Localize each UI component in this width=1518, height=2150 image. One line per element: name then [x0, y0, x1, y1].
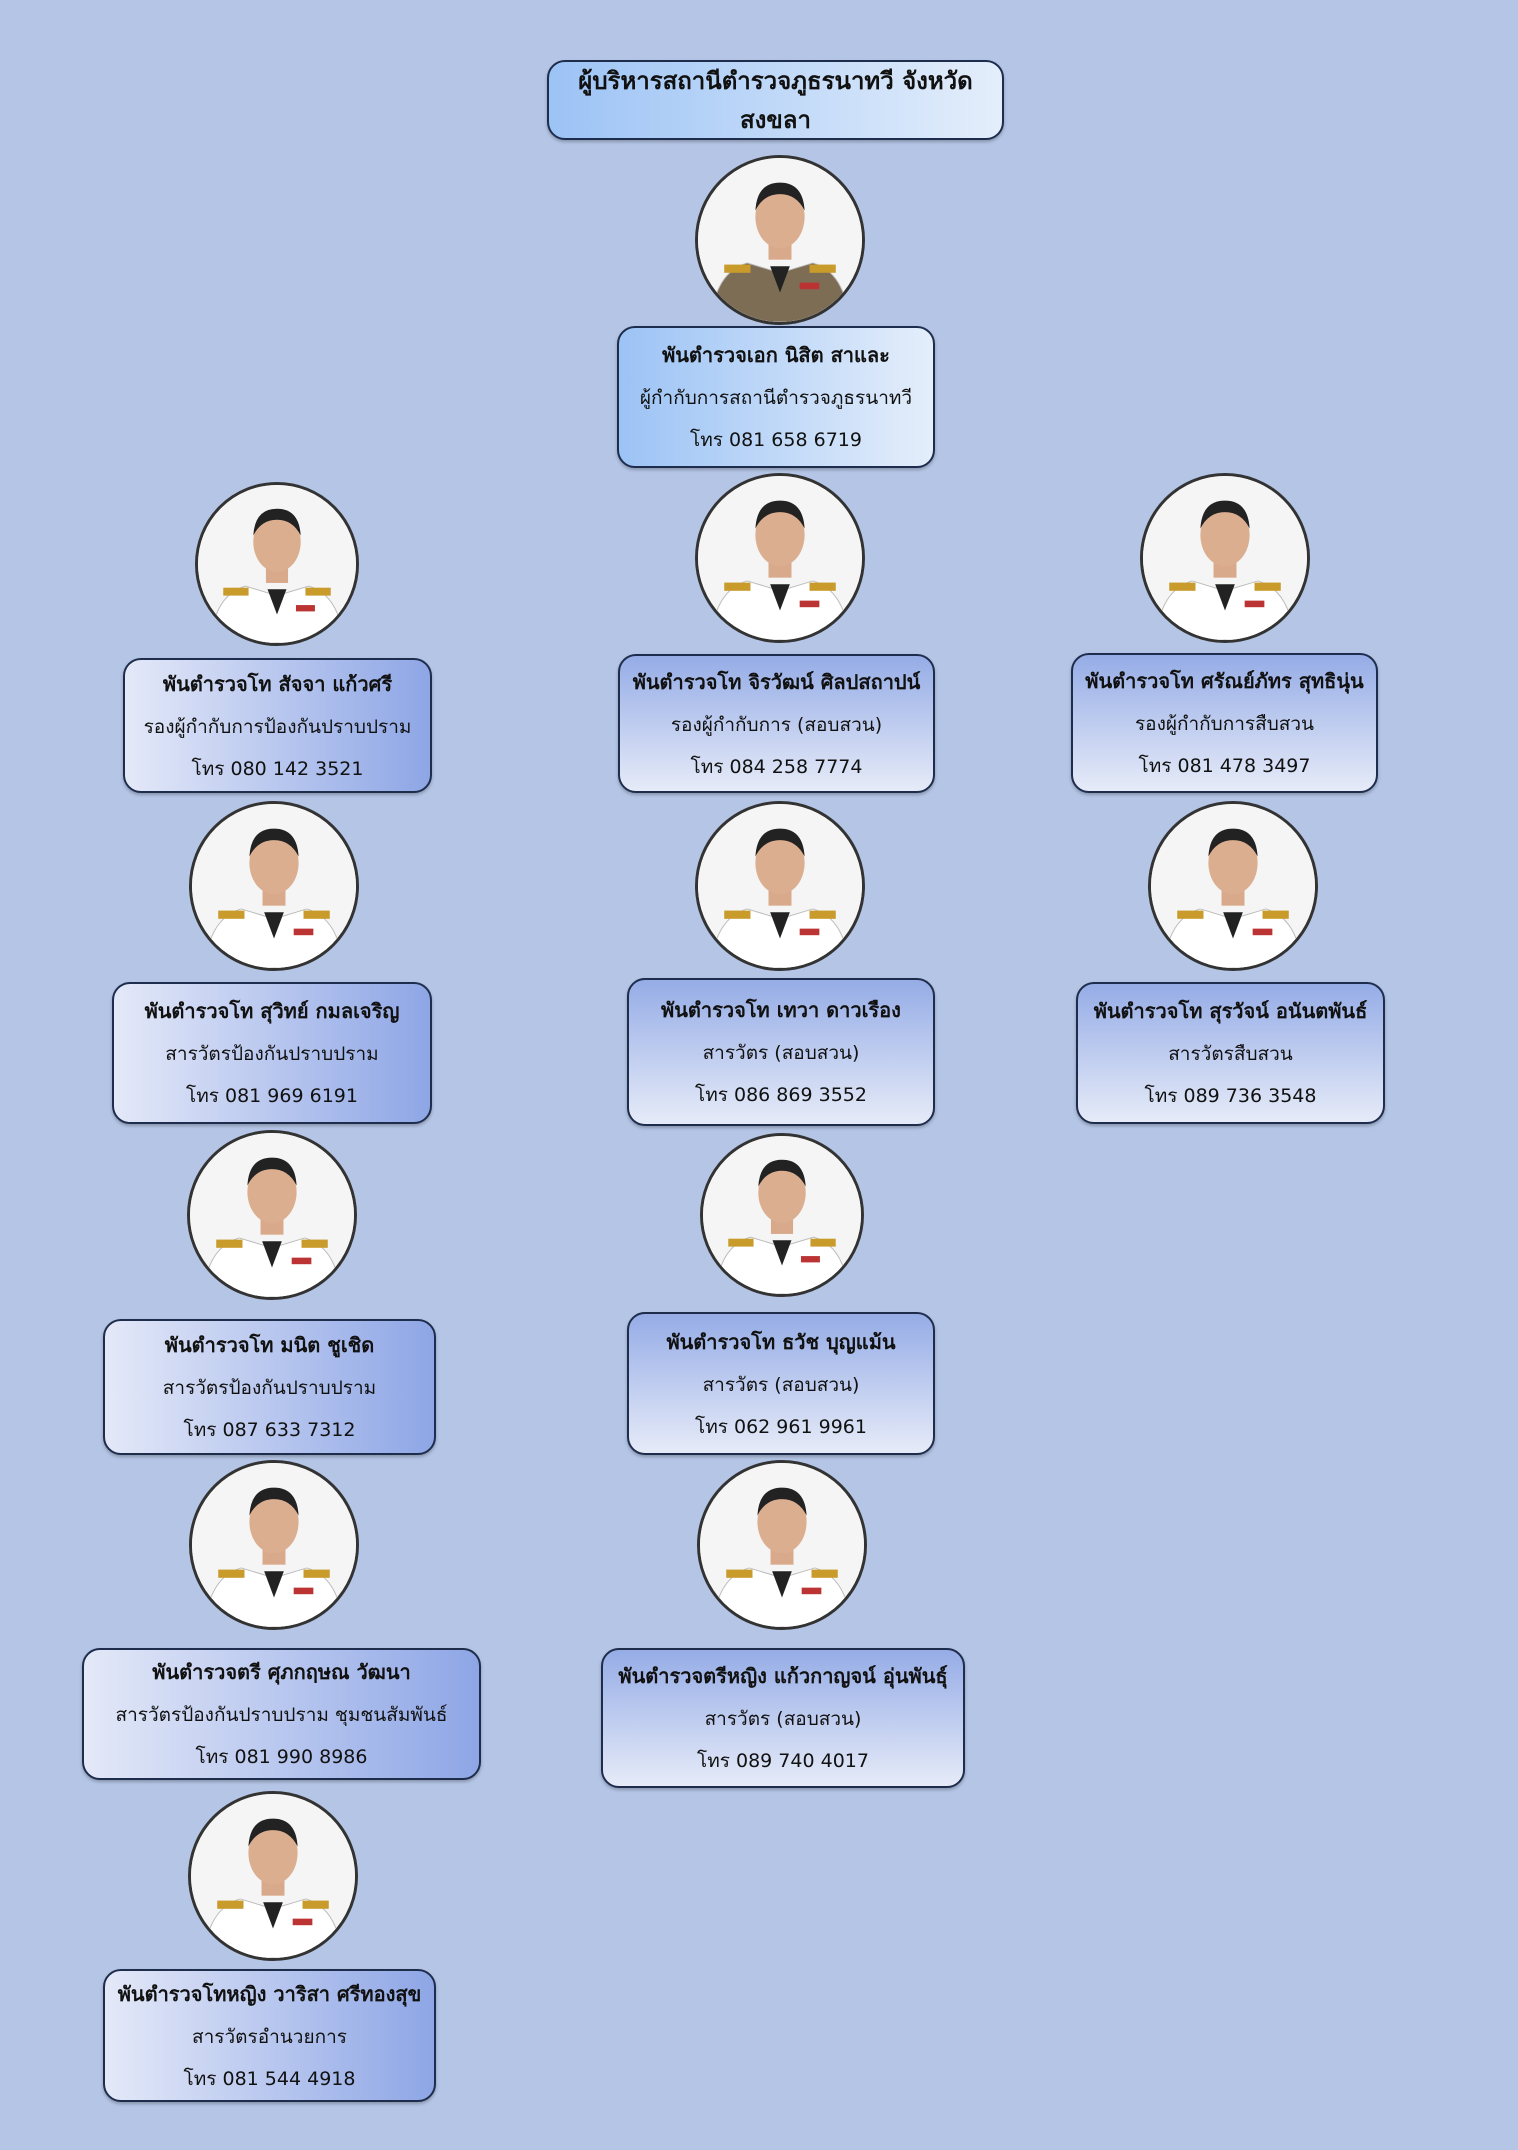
person-phone: โทร 062 961 9961 [695, 1415, 867, 1438]
person-name: พันตำรวจโท สุรวัจน์ อนันตพันธ์ [1093, 999, 1368, 1023]
person-position: สารวัตร (สอบสวน) [704, 1708, 862, 1730]
person-portrait-icon [191, 1794, 355, 1958]
person-portrait-icon [190, 1133, 354, 1297]
person-photo [700, 1133, 864, 1297]
person-position: รองผู้กำกับการ (สอบสวน) [670, 713, 883, 736]
page-title-box: ผู้บริหารสถานีตำรวจภูธรนาทวี จังหวัดสงขล… [547, 60, 1004, 140]
person-portrait-icon [698, 158, 862, 322]
person-card: พันตำรวจโทหญิง วาริสา ศรีทองสุขสารวัตรอำ… [103, 1969, 436, 2102]
person-portrait-icon [198, 485, 356, 643]
person-position: ผู้กำกับการสถานีตำรวจภูธรนาทวี [639, 387, 913, 409]
person-position: รองผู้กำกับการป้องกันปราบปราม [143, 715, 412, 738]
person-phone: โทร 081 990 8986 [195, 1746, 368, 1768]
person-phone: โทร 087 633 7312 [183, 1419, 356, 1441]
person-name: พันตำรวจโท ธวัช บุญแม้น [666, 1329, 896, 1354]
person-name: พันตำรวจโท จิรวัฒน์ ศิลปสถาปน์ [632, 669, 921, 694]
person-photo [189, 1460, 359, 1630]
person-position: สารวัตรป้องกันปราบปราม [162, 1377, 377, 1399]
person-portrait-icon [192, 804, 356, 968]
person-name: พันตำรวจโทหญิง วาริสา ศรีทองสุข [117, 1981, 422, 2006]
person-portrait-icon [698, 804, 862, 968]
person-card: พันตำรวจเอก นิสิต สาและผู้กำกับการสถานีต… [617, 326, 935, 468]
person-phone: โทร 081 969 6191 [186, 1085, 358, 1107]
person-photo [695, 801, 865, 971]
person-phone: โทร 086 869 3552 [695, 1084, 867, 1106]
person-position: สารวัตร (สอบสวน) [702, 1042, 860, 1064]
person-position: สารวัตรอำนวยการ [192, 2025, 347, 2048]
person-name: พันตำรวจเอก นิสิต สาและ [662, 343, 890, 367]
person-name: พันตำรวจโท ศรัณย์ภัทร สุทธินุ่น [1085, 669, 1364, 693]
person-phone: โทร 089 736 3548 [1144, 1085, 1317, 1107]
person-card: พันตำรวจโท สุวิทย์ กมลเจริญสารวัตรป้องกั… [112, 982, 432, 1124]
person-position: สารวัตรป้องกันปราบปราม ชุมชนสัมพันธ์ [115, 1704, 448, 1726]
person-photo [697, 1460, 867, 1630]
person-photo [1140, 473, 1310, 643]
person-name: พันตำรวจตรี ศุภกฤษณ วัฒนา [152, 1660, 411, 1684]
person-phone: โทร 081 544 4918 [183, 2067, 356, 2090]
page-title: ผู้บริหารสถานีตำรวจภูธรนาทวี จังหวัดสงขล… [578, 67, 973, 134]
person-phone: โทร 089 740 4017 [697, 1750, 869, 1772]
person-card: พันตำรวจโท เทวา ดาวเรืองสารวัตร (สอบสวน)… [627, 978, 935, 1126]
person-name: พันตำรวจตรีหญิง แก้วกาญจน์ อุ่นพันธุ์ [618, 1664, 948, 1688]
person-photo [695, 473, 865, 643]
person-position: รองผู้กำกับการสืบสวน [1134, 713, 1315, 735]
person-position: สารวัตรสืบสวน [1168, 1043, 1293, 1065]
person-photo [195, 482, 359, 646]
person-photo [695, 155, 865, 325]
person-card: พันตำรวจโท จิรวัฒน์ ศิลปสถาปน์รองผู้กำกั… [618, 654, 935, 793]
person-portrait-icon [1143, 476, 1307, 640]
person-card: พันตำรวจโท สัจจา แก้วศรีรองผู้กำกับการป้… [123, 658, 432, 793]
person-position: สารวัตรป้องกันปราบปราม [165, 1043, 379, 1065]
person-card: พันตำรวจโท ศรัณย์ภัทร สุทธินุ่นรองผู้กำก… [1071, 653, 1378, 793]
person-phone: โทร 081 658 6719 [690, 429, 862, 451]
person-name: พันตำรวจโท สุวิทย์ กมลเจริญ [144, 999, 400, 1023]
person-portrait-icon [700, 1463, 864, 1627]
person-card: พันตำรวจโท มนิต ชูเชิดสารวัตรป้องกันปราบ… [103, 1319, 436, 1455]
person-phone: โทร 081 478 3497 [1138, 755, 1311, 777]
person-name: พันตำรวจโท เทวา ดาวเรือง [661, 998, 901, 1022]
person-name: พันตำรวจโท สัจจา แก้วศรี [162, 671, 393, 696]
person-photo [189, 801, 359, 971]
person-portrait-icon [192, 1463, 356, 1627]
person-photo [187, 1130, 357, 1300]
person-position: สารวัตร (สอบสวน) [702, 1373, 860, 1396]
person-portrait-icon [698, 476, 862, 640]
person-name: พันตำรวจโท มนิต ชูเชิด [164, 1333, 375, 1357]
person-card: พันตำรวจโท สุรวัจน์ อนันตพันธ์สารวัตรสืบ… [1076, 982, 1385, 1124]
person-card: พันตำรวจโท ธวัช บุญแม้นสารวัตร (สอบสวน) โ… [627, 1312, 935, 1455]
person-photo [1148, 801, 1318, 971]
person-card: พันตำรวจตรีหญิง แก้วกาญจน์ อุ่นพันธุ์สาร… [601, 1648, 965, 1788]
person-phone: โทร 080 142 3521 [191, 757, 364, 780]
person-phone: โทร 084 258 7774 [690, 755, 863, 778]
person-portrait-icon [703, 1136, 861, 1294]
person-photo [188, 1791, 358, 1961]
person-card: พันตำรวจตรี ศุภกฤษณ วัฒนาสารวัตรป้องกันป… [82, 1648, 481, 1780]
person-portrait-icon [1151, 804, 1315, 968]
